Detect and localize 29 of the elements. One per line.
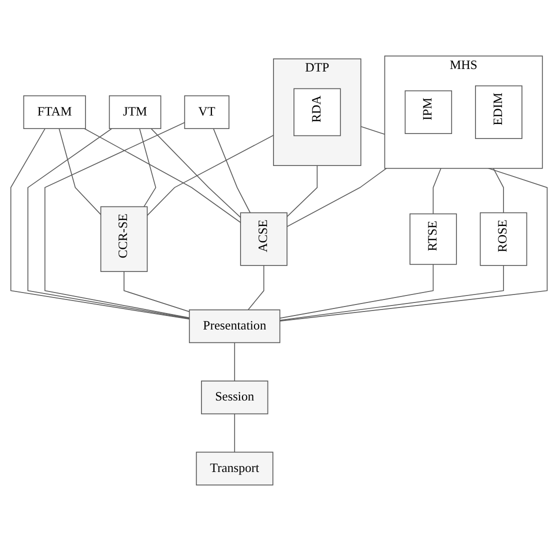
node-box: EDIM [475, 85, 522, 139]
node-box: Transport [196, 452, 274, 486]
node-box: RTSE [410, 213, 457, 265]
connector [279, 265, 504, 321]
connector [124, 271, 190, 312]
node-box: ACSE [240, 212, 288, 266]
connector [84, 128, 241, 223]
connector [286, 168, 387, 228]
node-box: Presentation [188, 309, 280, 344]
node-box: RDA [294, 88, 341, 136]
node-box: CCR-SE [100, 206, 148, 272]
connector [432, 168, 442, 214]
connector [150, 128, 241, 218]
connector [58, 128, 102, 215]
connector [248, 265, 264, 310]
connector [234, 413, 236, 453]
connector [213, 128, 251, 214]
connector [492, 168, 504, 214]
node-box: ROSE [480, 212, 528, 266]
connector [286, 165, 318, 218]
connector [139, 128, 156, 208]
node-box: Session [201, 380, 268, 414]
node-box: VT [184, 95, 230, 130]
connector [234, 342, 236, 382]
node-box: FTAM [23, 95, 86, 130]
node-box: IPM [404, 90, 452, 134]
connector [279, 264, 434, 319]
connector [146, 134, 274, 216]
node-box: JTM [108, 95, 162, 130]
